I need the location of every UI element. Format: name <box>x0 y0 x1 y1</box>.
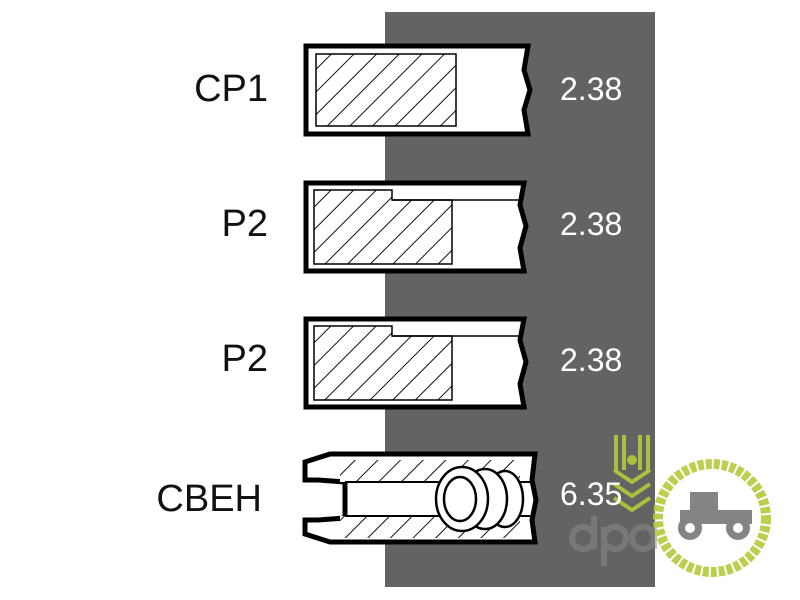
dpa-lettering-icon <box>569 516 657 566</box>
tractor-icon <box>678 492 752 540</box>
ring-thickness: 2.38 <box>560 206 623 242</box>
dpa-logo <box>569 435 771 577</box>
gear-ring-icon <box>653 459 771 577</box>
ring-label: P2 <box>221 338 268 380</box>
ring-label: P2 <box>221 203 268 245</box>
expander-spring-icon <box>434 465 525 533</box>
wheat-icon <box>612 435 652 513</box>
ring-p2-section-1 <box>303 180 529 274</box>
ring-thickness: 2.38 <box>560 71 623 107</box>
ring-cp1-section <box>303 43 533 137</box>
ring-thickness: 2.38 <box>560 342 623 378</box>
ring-p2-section-2 <box>303 316 529 410</box>
ring-label: CP1 <box>194 68 268 110</box>
ring-label: CBEH <box>156 478 262 520</box>
ring-thickness: 6.35 <box>560 476 623 512</box>
ring-cbeh-section <box>302 451 539 545</box>
